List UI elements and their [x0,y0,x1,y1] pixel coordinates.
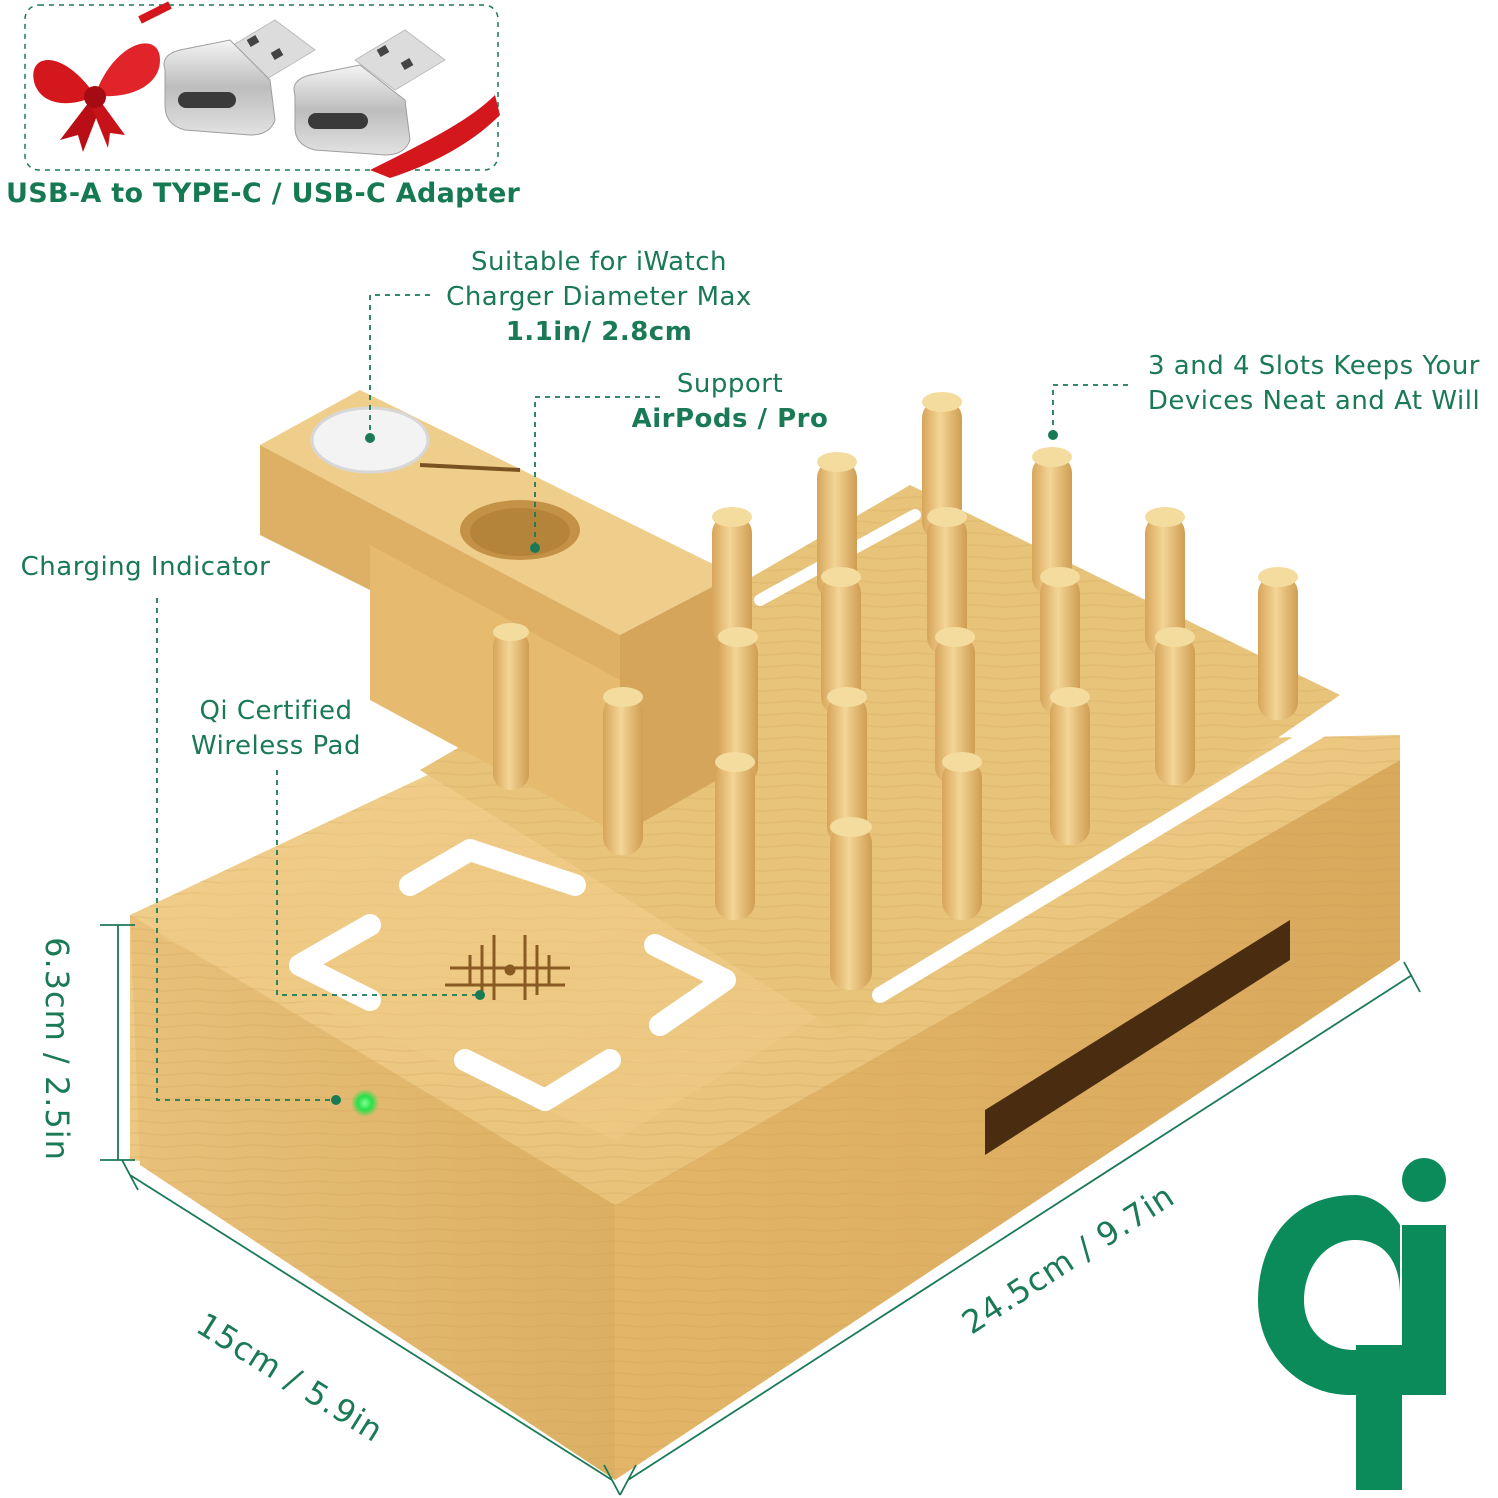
callout-qi-pad: Qi Certified Wireless Pad [180,694,372,764]
callout-airpods-line2: AirPods / Pro [631,404,829,434]
callout-slots: 3 and 4 Slots Keeps Your Devices Neat an… [1130,349,1498,419]
usb-adapter-icon [163,19,316,136]
ribbon [370,95,500,178]
callout-indicator-line1: Charging Indicator [20,552,271,582]
charging-indicator-led [351,1089,379,1117]
gift-bow-icon [33,1,172,152]
callout-airpods: Support AirPods / Pro [615,367,845,437]
callout-iwatch-line2: Charger Diameter Max [446,282,752,312]
usb-adapter-icon [293,29,446,156]
qi-logo-icon [1258,1158,1446,1490]
organizer-pegs [493,392,1298,990]
callout-qi-pad-line2: Wireless Pad [191,731,361,761]
dimension-height: 6.3cm / 2.5in [38,937,76,1161]
adapter-title: USB-A to TYPE-C / USB-C Adapter [6,178,521,209]
callout-iwatch-line3: 1.1in/ 2.8cm [505,317,693,347]
callout-iwatch: Suitable for iWatch Charger Diameter Max… [440,245,758,350]
side-slot [985,920,1290,1155]
callout-lines [156,294,1128,1101]
callout-airpods-line1: Support [676,369,784,399]
wireless-charging-icon [445,935,570,1000]
callout-indicator: Charging Indicator [18,550,273,585]
callout-slots-line2: Devices Neat and At Will [1147,386,1481,416]
callout-iwatch-line1: Suitable for iWatch [470,247,727,277]
dimension-lines [100,924,1421,1496]
pad-corner [399,839,586,896]
organizer-strip [872,722,1328,1003]
callout-slots-line1: 3 and 4 Slots Keeps Your [1148,351,1480,381]
callout-qi-pad-line1: Qi Certified [199,696,353,726]
